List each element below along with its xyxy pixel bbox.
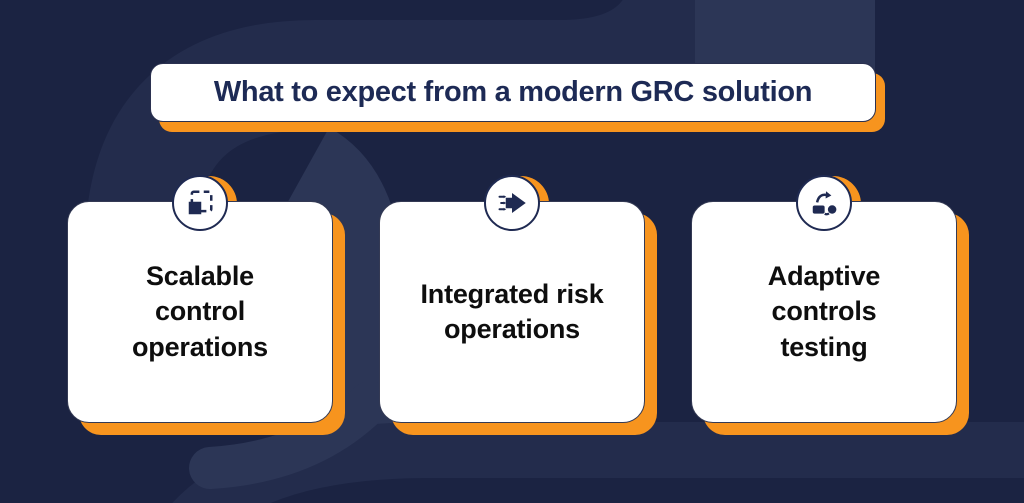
- card-box: Scalable control operations: [67, 201, 333, 423]
- card-label: Integrated risk operations: [420, 278, 604, 344]
- page-title: What to expect from a modern GRC solutio…: [213, 76, 813, 108]
- card-integrated-risk-operations: Integrated risk operations: [379, 175, 645, 423]
- scale-selection-icon: [172, 175, 228, 231]
- adaptive-cycle-icon: [796, 175, 852, 231]
- title-banner: What to expect from a modern GRC solutio…: [150, 63, 876, 122]
- card-box: Integrated risk operations: [379, 201, 645, 423]
- card-scalable-control-operations: Scalable control operations: [67, 175, 333, 423]
- card-adaptive-controls-testing: Adaptive controls testing: [691, 175, 957, 423]
- card-box: Adaptive controls testing: [691, 201, 957, 423]
- cards-row: Scalable control operations Integrated r…: [0, 175, 1024, 423]
- card-label: Adaptive controls testing: [767, 261, 881, 362]
- merge-arrows-icon: [484, 175, 540, 231]
- card-label: Scalable control operations: [131, 261, 269, 362]
